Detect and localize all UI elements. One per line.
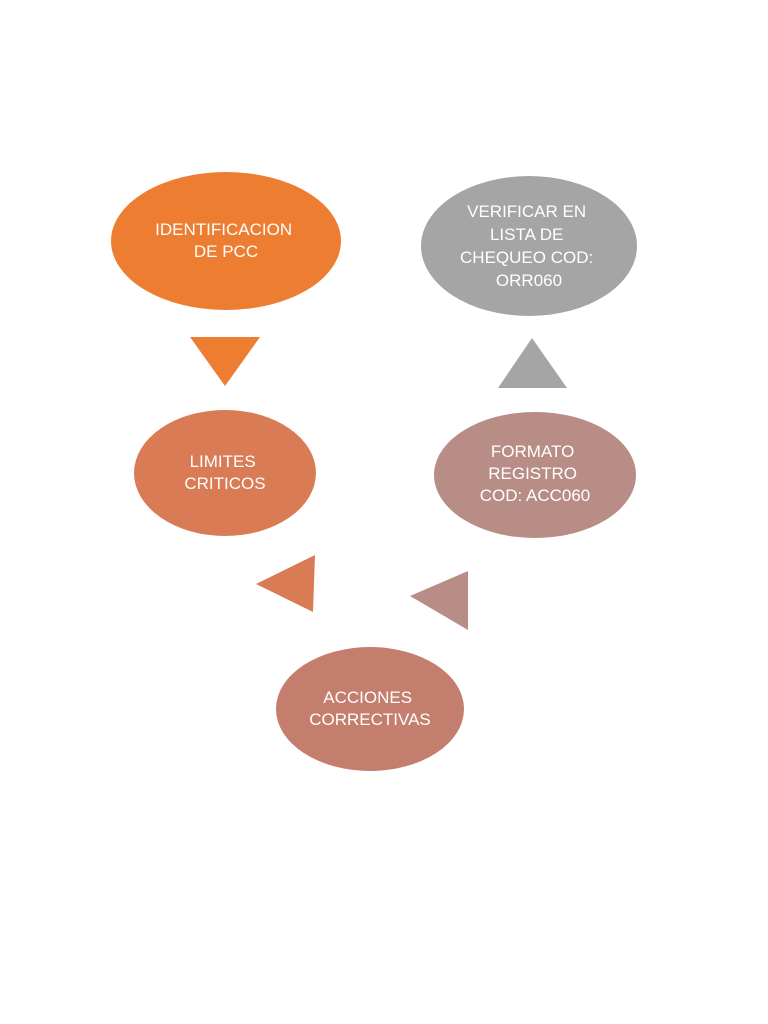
node-acciones-shape [276,647,464,771]
node-formato-line-1: FORMATO [491,442,574,461]
node-acciones-line-1: ACCIONES [323,688,412,707]
node-acciones-label: ACCIONES CORRECTIVAS [309,688,431,729]
node-limites: LIMITES CRITICOS [134,410,316,536]
arrow-left-icon [410,571,468,630]
node-identificacion-line-1: IDENTIFICACION [155,220,292,239]
node-verificar-line-2: LISTA DE [490,225,563,244]
node-verificar-shape [421,176,637,316]
node-verificar-line-1: VERIFICAR EN [467,202,586,221]
node-identificacion-label: IDENTIFICACION DE PCC [155,220,297,261]
arrow-left-icon [256,555,315,612]
arrow-up-icon [498,338,567,388]
node-verificar-line-4: ORR060 [496,271,562,290]
node-formato-label: FORMATO REGISTRO COD: ACC060 [480,442,591,505]
node-formato: FORMATO REGISTRO COD: ACC060 [434,412,636,538]
node-limites-shape [134,410,316,536]
node-formato-shape [434,412,636,538]
arrow-down-icon [190,337,260,386]
node-verificar-line-3: CHEQUEO COD: [460,248,593,267]
node-identificacion: IDENTIFICACION DE PCC [111,172,341,310]
node-acciones: ACCIONES CORRECTIVAS [276,647,464,771]
node-formato-line-2: REGISTRO [488,464,577,483]
node-limites-label: LIMITES CRITICOS [184,452,265,493]
node-acciones-line-2: CORRECTIVAS [309,710,431,729]
node-limites-line-2: CRITICOS [184,474,265,493]
node-verificar: VERIFICAR EN LISTA DE CHEQUEO COD: ORR06… [421,176,637,316]
node-verificar-label: VERIFICAR EN LISTA DE CHEQUEO COD: ORR06… [460,202,598,290]
node-limites-line-1: LIMITES [190,452,256,471]
node-formato-line-3: COD: ACC060 [480,486,591,505]
node-identificacion-line-2: DE PCC [194,242,258,261]
node-identificacion-shape [111,172,341,310]
